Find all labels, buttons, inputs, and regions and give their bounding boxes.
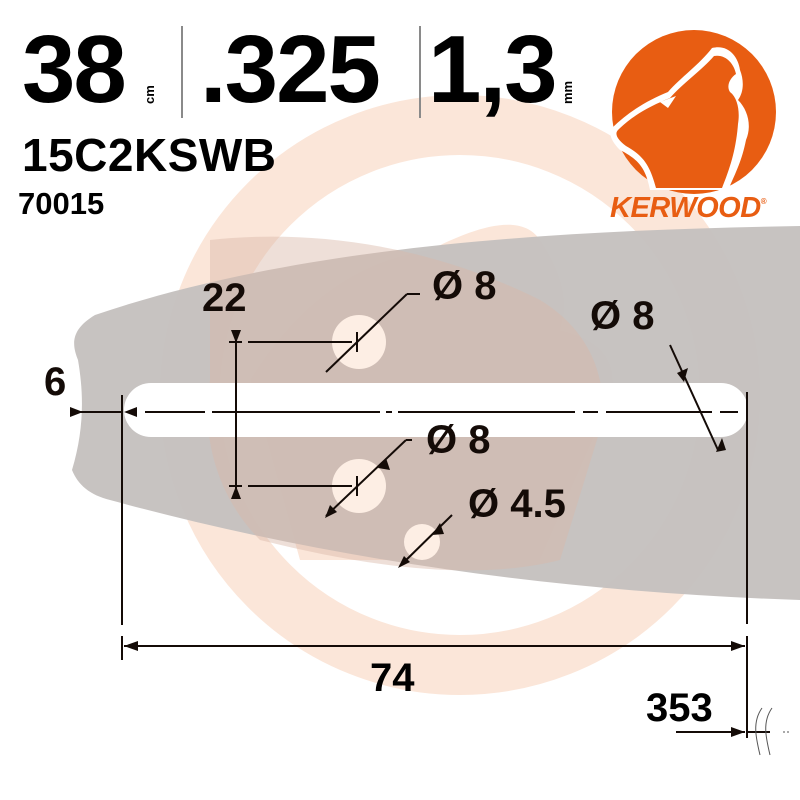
bar-length-value: 38: [22, 16, 127, 123]
lower-hole-diameter-label: Ø 8: [426, 418, 491, 462]
chain-gauge-value: 1,3: [428, 16, 557, 123]
hole-spacing-label: 22: [202, 276, 247, 320]
small-hole-diameter-label: Ø 4.5: [468, 482, 566, 526]
nose-offset-label: 6: [44, 360, 67, 404]
registered-mark: ®: [760, 197, 767, 206]
brand-wordmark: KERWOOD: [610, 192, 761, 224]
spec-divider: [181, 26, 183, 118]
brand-name: KERWOOD®: [610, 192, 767, 224]
model-code: 15C2KSWB: [22, 129, 277, 181]
guide-slot: [124, 383, 748, 437]
mount-offset-label: 353: [646, 686, 713, 730]
break-symbol-icon: [755, 707, 790, 756]
spec-divider: [419, 26, 421, 118]
slot-length-label: 74: [370, 656, 415, 700]
slot-end-diameter-label: Ø 8: [590, 294, 655, 338]
chain-pitch-value: .325: [200, 16, 381, 123]
upper-hole-diameter-label: Ø 8: [432, 264, 497, 308]
small-hole: [404, 524, 440, 560]
reference-number: 70015: [18, 186, 105, 221]
